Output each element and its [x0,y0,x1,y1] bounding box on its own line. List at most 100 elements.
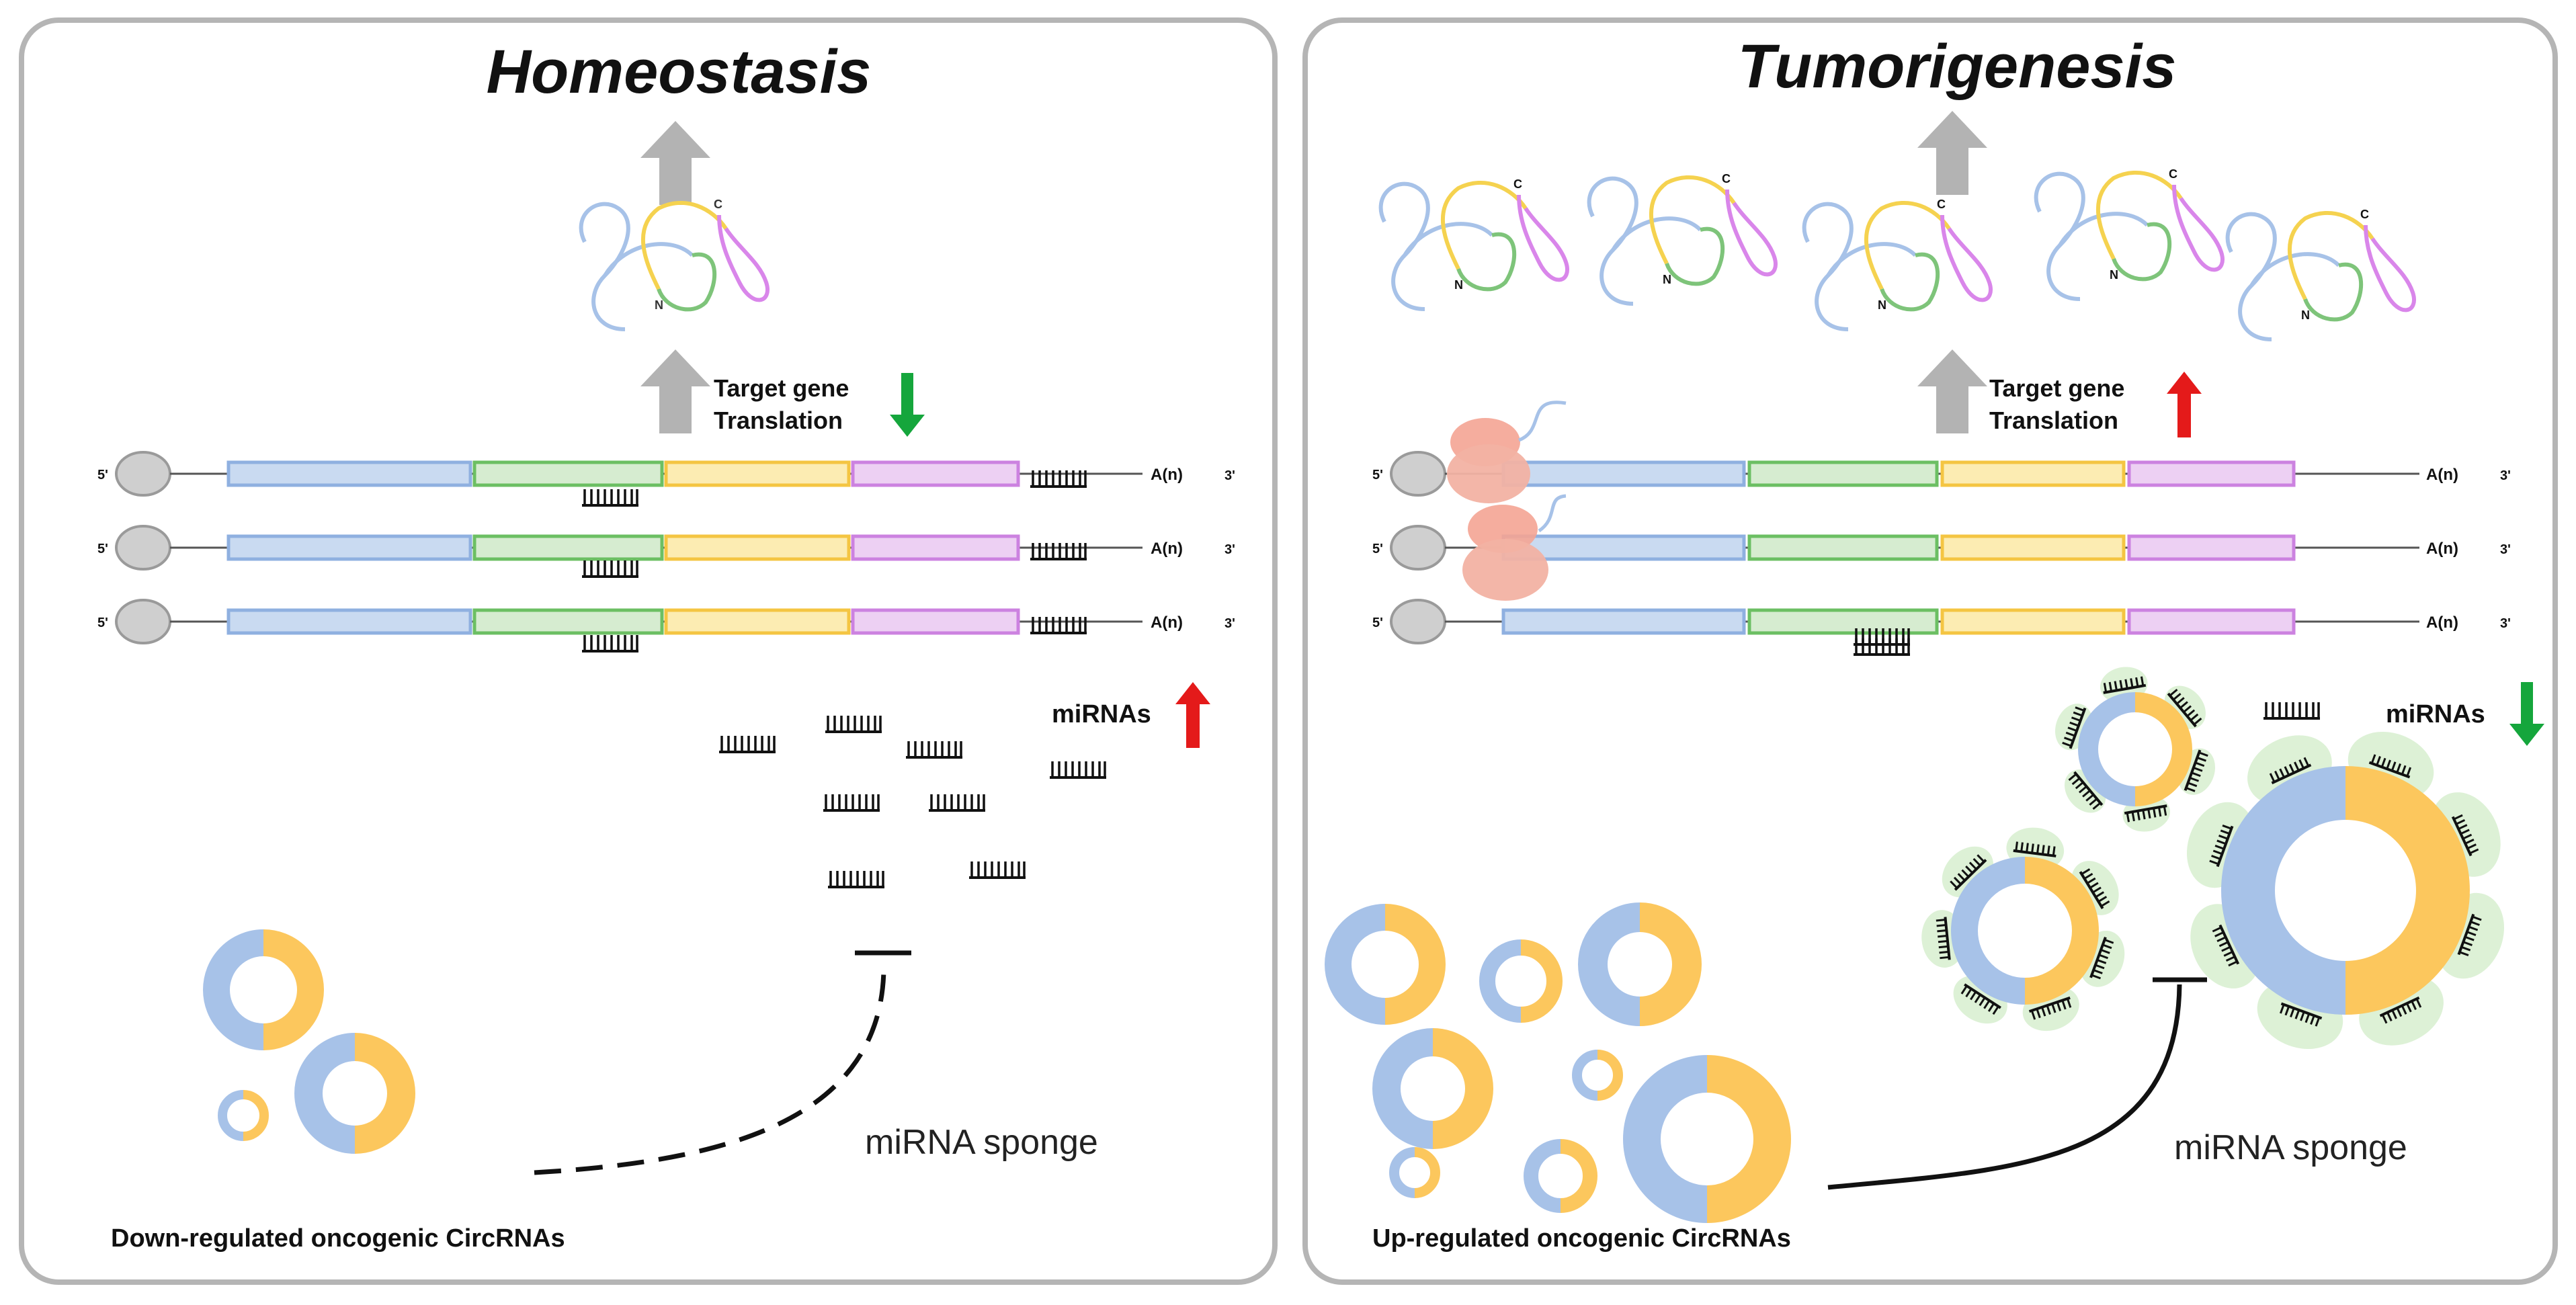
right-panel-title: Tumorigenesis [1738,32,2177,101]
right-mrna-rows: 5'A(n)3'5'A(n)3'5'A(n)3' [1372,451,2511,656]
protein-n-label: N [1454,278,1463,292]
exon-2 [1747,608,1939,635]
bound-mirna [2079,868,2110,909]
bound-mirna [2212,924,2240,967]
exon-1 [226,534,472,561]
exon-4 [851,534,1020,561]
polya-tail-label: A(n) [1151,614,1183,632]
left-panel-title: Homeostasis [487,38,872,106]
protein-n-label: N [655,298,663,312]
three-prime-label: 3' [1224,468,1235,483]
right-sponge-connector [1827,984,2182,1190]
left-target-label-2: Translation [714,407,843,434]
bound-mirna [2068,771,2104,810]
protein: NC [1381,177,1567,309]
left-protein: N C [581,198,767,329]
mrna-transcript: 5'A(n)3' [1372,525,2511,571]
exon-3 [1940,460,2126,487]
bound-mirna [2089,937,2114,980]
three-prime-label: 3' [2500,542,2511,557]
bound-mirna [2379,996,2422,1024]
right-target-label-2: Translation [1989,407,2118,434]
left-mirna-up-arrow [1175,682,1210,748]
circrna [1623,1055,1791,1223]
circrna [1479,939,1563,1023]
exon-1 [1501,460,1746,487]
three-prime-label: 3' [1224,542,1235,557]
protein-n-label: N [1663,273,1671,286]
circrna [1325,904,1446,1025]
sponge-circrna [2055,667,2215,832]
five-prime-cap [115,525,171,571]
sponge-circrna [2186,731,2505,1050]
protein: NC [2228,208,2414,339]
circrna [218,1090,269,1141]
circrna [294,1033,415,1154]
left-sponge-connector [534,960,886,1175]
five-prime-label: 5' [1372,468,1383,482]
mrna-transcript: 5'A(n)3' [1372,599,2511,656]
three-prime-label: 3' [2500,468,2511,483]
exon-1 [226,608,472,635]
circrna [1578,902,1702,1026]
protein-c-label: C [1722,172,1731,185]
circrna [203,929,324,1050]
exon-2 [1747,534,1939,561]
left-target-label-1: Target gene [714,374,849,402]
protein-c-label: C [2169,167,2177,181]
protein-c-label: C [1513,177,1522,191]
five-prime-cap [1390,451,1446,497]
exon-1 [226,460,472,487]
exon-4 [2127,608,2296,635]
protein-c-label: C [2360,208,2369,221]
right-circrnas [1325,902,1791,1223]
circrna [1372,1028,1493,1149]
protein-c-label: C [714,198,722,211]
left-panel-frame [19,17,1278,1285]
five-prime-cap [115,451,171,497]
three-prime-label: 3' [1224,616,1235,631]
right-target-up-arrow [2167,372,2202,437]
protein: NC [1589,172,1776,304]
left-circ-label: Down-regulated oncogenic CircRNAs [111,1224,565,1253]
protein-c-label: C [1937,198,1946,211]
circrna [1524,1139,1597,1213]
exon-4 [2127,534,2296,561]
bound-mirna [2028,996,2072,1020]
left-panel: Homeostasis N C Target gene Translation … [19,17,1278,1285]
circrna [2078,692,2192,806]
circrna [1389,1147,1440,1198]
protein-n-label: N [1878,298,1886,312]
bound-mirna [2013,841,2056,857]
exon-3 [664,608,851,635]
left-sponge-label: miRNA sponge [865,1123,1098,1162]
polya-tail-label: A(n) [1151,540,1183,558]
five-prime-cap [115,599,171,644]
right-mirna-down-arrow [2509,682,2544,746]
exon-4 [2127,460,2296,487]
polya-tail-label: A(n) [2426,540,2458,558]
exon-1 [1501,534,1746,561]
three-prime-label: 3' [2500,616,2511,631]
polya-tail-label: A(n) [2426,614,2458,632]
right-sponge-label: miRNA sponge [2174,1128,2407,1167]
five-prime-label: 5' [97,542,108,556]
ribosome [1447,401,1567,503]
five-prime-cap [1390,525,1446,571]
protein-n-label: N [2301,308,2310,322]
circrna [1951,857,2099,1005]
exon-3 [1940,608,2126,635]
bound-mirna [2209,824,2234,868]
exon-3 [1940,534,2126,561]
exon-2 [472,608,664,635]
exon-2 [1747,460,1939,487]
five-prime-cap [1390,599,1446,644]
bound-mirna [2279,1002,2323,1027]
protein-n-label: N [2110,268,2118,282]
left-target-down-arrow [890,373,925,437]
exon-3 [664,460,851,487]
left-mrna-rows: 5'A(n)3'5'A(n)3'5'A(n)3' [97,451,1235,652]
right-circ-label: Up-regulated oncogenic CircRNAs [1372,1224,1791,1253]
